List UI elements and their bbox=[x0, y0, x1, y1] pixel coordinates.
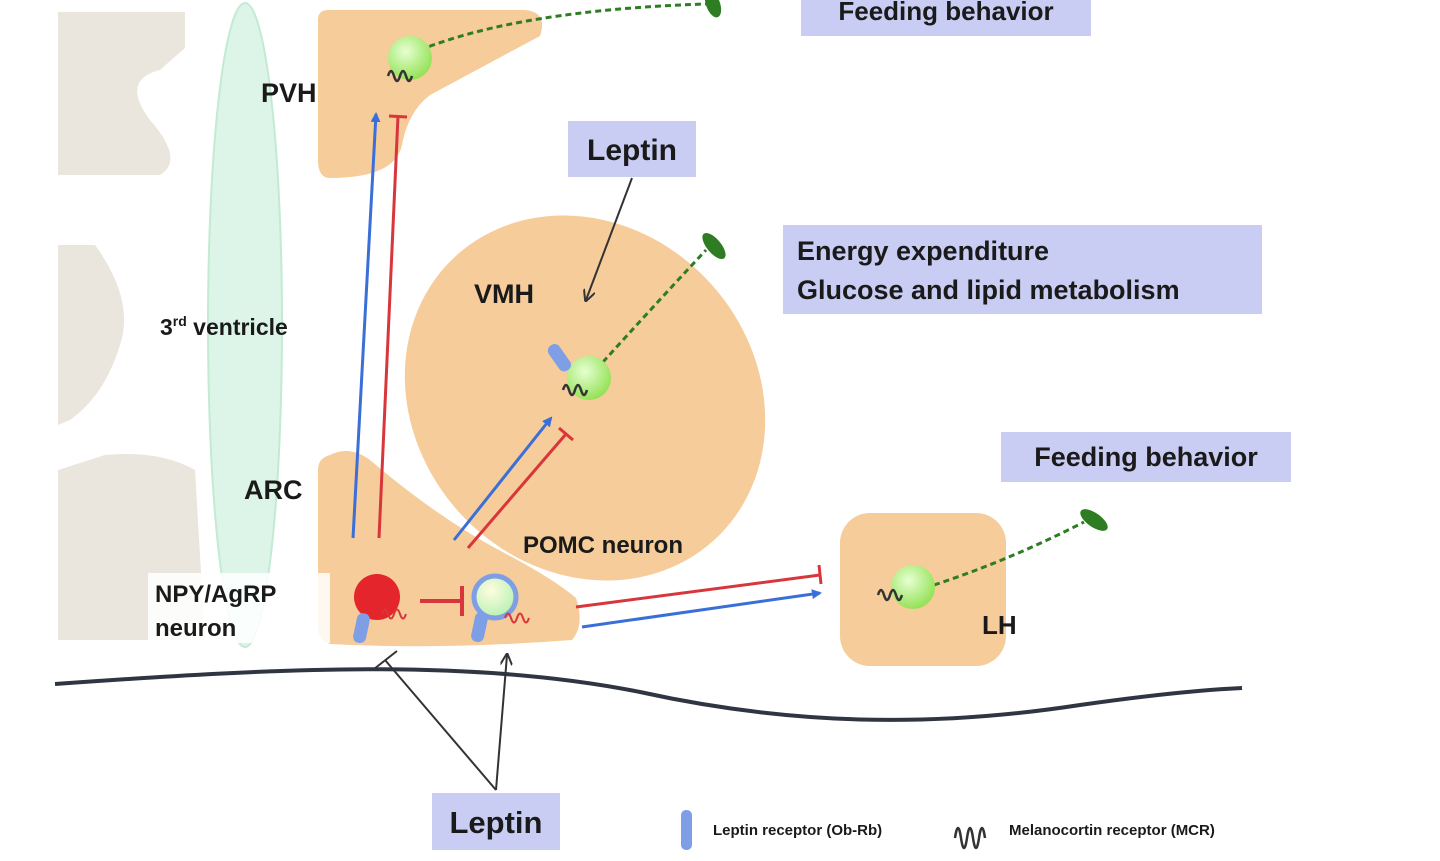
legend-mcr-label: Melanocortin receptor (MCR) bbox=[1009, 822, 1215, 839]
legend-mcr-icon bbox=[953, 826, 987, 850]
pvh-output-label: Feeding behavior bbox=[838, 0, 1053, 26]
vmh-output-box bbox=[783, 225, 1262, 314]
vmh-output-label-line1: Energy expenditure bbox=[797, 236, 1049, 266]
pomc-to-lh-blue-arrow bbox=[581, 589, 822, 629]
tissue-shape-mid bbox=[58, 245, 125, 425]
npy-label-backdrop bbox=[148, 573, 330, 643]
lh-label: LH bbox=[982, 610, 1017, 640]
lh-output-label: Feeding behavior bbox=[1034, 442, 1258, 472]
pomc-mcr-receptor bbox=[504, 612, 530, 624]
leptin-to-vmh-arrow bbox=[586, 177, 633, 300]
leptin-to-npy-bar bbox=[373, 650, 398, 670]
vmh-mcr-receptor bbox=[561, 383, 589, 397]
npy-mcr-receptor bbox=[381, 608, 407, 620]
lh-mcr-receptor bbox=[876, 588, 904, 602]
pomc-to-vmh-blue-arrow bbox=[452, 416, 553, 541]
npy-agrp-label-line1: NPY/AgRP bbox=[155, 581, 276, 608]
pvh-mcr-receptor bbox=[386, 69, 414, 83]
pomc-neuron bbox=[471, 573, 530, 643]
pomc-leptin-receptor bbox=[471, 612, 488, 643]
legend-leptin-receptor-icon bbox=[681, 810, 692, 850]
lh-output-projection bbox=[933, 509, 1108, 587]
vmh-target-neuron bbox=[547, 344, 611, 400]
vmh-output-projection bbox=[601, 232, 726, 364]
npy-to-pvh-blue-arrow bbox=[351, 112, 381, 539]
leptin-to-npy-inhibition bbox=[384, 659, 497, 791]
vmh-output-label-line2: Glucose and lipid metabolism bbox=[797, 275, 1180, 305]
vmh-label: VMH bbox=[474, 279, 534, 309]
npy-agrp-neuron bbox=[353, 574, 407, 644]
npy-to-lh-red-inhibition bbox=[575, 573, 821, 609]
arc-label: ARC bbox=[244, 475, 303, 505]
ventricle-label: 3rd ventricle bbox=[160, 313, 288, 340]
lh-output-box bbox=[1001, 432, 1291, 482]
npy-to-pvh-red-bar bbox=[388, 114, 408, 119]
npy-agrp-label-line2: neuron bbox=[155, 615, 236, 642]
pvh-target-neuron bbox=[386, 36, 432, 83]
third-ventricle bbox=[207, 2, 283, 648]
npy-to-lh-red-bar bbox=[817, 564, 823, 585]
leptin-top-box bbox=[568, 121, 696, 177]
leptin-to-pomc-arrow bbox=[495, 655, 507, 791]
npy-leptin-receptor bbox=[353, 613, 370, 644]
pvh-output-box bbox=[801, 0, 1091, 36]
leptin-bottom-box bbox=[432, 793, 560, 850]
pomc-neuron-label: POMC neuron bbox=[523, 532, 683, 559]
vmh-leptin-receptor bbox=[547, 344, 571, 372]
leptin-top-label: Leptin bbox=[587, 134, 677, 167]
legend: Leptin receptor (Ob-Rb) Melanocortin rec… bbox=[681, 810, 1215, 850]
ventricle-number: 3 bbox=[160, 314, 173, 340]
pvh-output-projection bbox=[419, 0, 722, 52]
tissue-boundary-line bbox=[54, 667, 1243, 722]
lh-target-neuron bbox=[876, 565, 935, 609]
ventricle-superscript: rd bbox=[173, 313, 187, 329]
npy-to-vmh-red-bar bbox=[558, 426, 574, 442]
leptin-bottom-label: Leptin bbox=[450, 805, 543, 840]
ventricle-word: ventricle bbox=[187, 314, 288, 340]
npy-to-vmh-red-inhibition bbox=[466, 433, 568, 549]
pvh-label: PVH bbox=[261, 78, 317, 108]
pvh-nucleus bbox=[318, 10, 543, 178]
legend-leptin-receptor-label: Leptin receptor (Ob-Rb) bbox=[713, 822, 882, 839]
npy-to-pvh-red-inhibition bbox=[377, 115, 400, 539]
tissue-shape-top bbox=[58, 12, 185, 175]
